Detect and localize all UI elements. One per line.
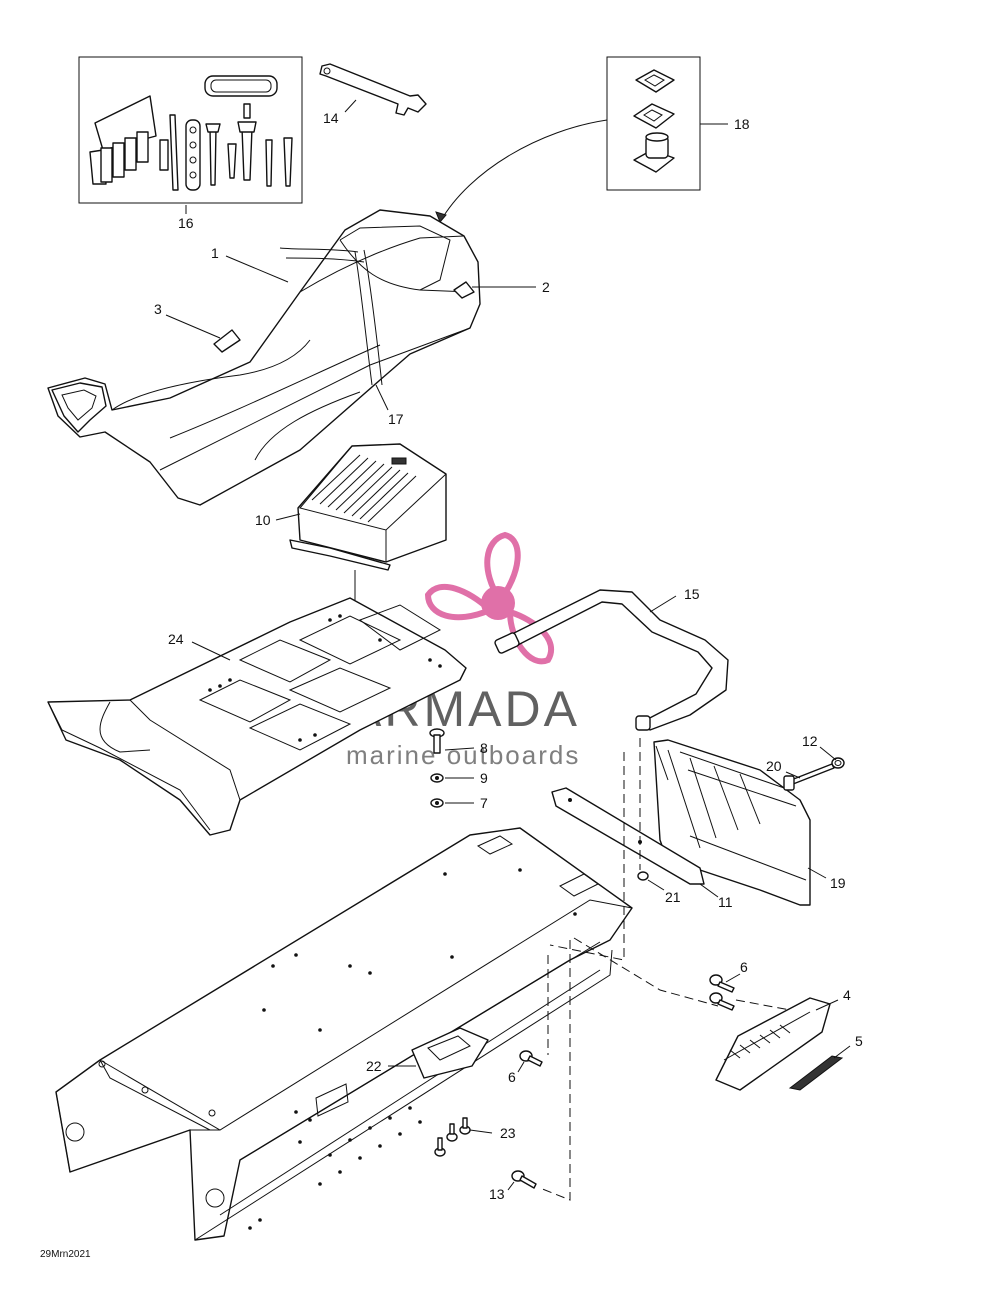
screw-6-left bbox=[519, 1050, 543, 1067]
callout-4: 4 bbox=[843, 987, 851, 1003]
reflector bbox=[788, 1055, 844, 1091]
reinforcement-plate bbox=[411, 1027, 489, 1079]
callout-11: 11 bbox=[718, 894, 733, 910]
assembly-dashed-lines bbox=[539, 738, 791, 1201]
leader-lines bbox=[165, 99, 851, 1191]
callout-1: 1 bbox=[211, 245, 219, 261]
watermark-tagline: marine outboards bbox=[346, 740, 580, 770]
spanner-wrench bbox=[319, 63, 427, 116]
callout-21: 21 bbox=[665, 889, 681, 905]
callout-13: 13 bbox=[489, 1186, 505, 1202]
callout-8: 8 bbox=[480, 740, 488, 756]
callout-10: 10 bbox=[255, 512, 271, 528]
callout-15: 15 bbox=[684, 586, 700, 602]
screws-23 bbox=[434, 1117, 471, 1157]
callout-14: 14 bbox=[323, 110, 339, 126]
callout-6-left: 6 bbox=[508, 1069, 516, 1085]
screw-13 bbox=[511, 1170, 537, 1189]
storage-bin bbox=[289, 443, 447, 571]
callout-18: 18 bbox=[734, 116, 750, 132]
callout-2: 2 bbox=[542, 279, 550, 295]
callout-16: 16 bbox=[178, 215, 194, 231]
rear-rack bbox=[47, 597, 467, 836]
rear-bumper-cap bbox=[715, 997, 831, 1091]
callout-7: 7 bbox=[480, 795, 488, 811]
rear-backrest bbox=[653, 739, 811, 906]
bumper-kit-box bbox=[606, 56, 701, 191]
callout-20: 20 bbox=[766, 758, 782, 774]
washer-21 bbox=[637, 871, 649, 881]
callout-24: 24 bbox=[168, 631, 184, 647]
screws-6-right bbox=[709, 974, 735, 1011]
seat-assembly bbox=[47, 209, 481, 506]
mounting-bracket bbox=[551, 787, 705, 885]
callout-3: 3 bbox=[154, 301, 162, 317]
chassis-tunnel bbox=[55, 827, 633, 1241]
callout-17: 17 bbox=[388, 411, 404, 427]
grab-handle bbox=[494, 589, 729, 731]
bolt-20-and-nut-12 bbox=[783, 757, 845, 791]
callout-5: 5 bbox=[855, 1033, 863, 1049]
callout-19: 19 bbox=[830, 875, 846, 891]
callout-22: 22 bbox=[366, 1058, 382, 1074]
callout-23: 23 bbox=[500, 1125, 516, 1141]
callout-6-right: 6 bbox=[740, 959, 748, 975]
tool-kit-box bbox=[78, 56, 303, 204]
propeller-logo-icon bbox=[424, 531, 555, 665]
callout-9: 9 bbox=[480, 770, 488, 786]
callout-labels: 1 2 3 4 5 6 6 6 7 8 9 10 11 12 13 14 15 … bbox=[154, 110, 863, 1202]
diagram-code: 29Mrn2021 bbox=[40, 1249, 91, 1260]
bolt-stack bbox=[429, 728, 445, 808]
callout-12: 12 bbox=[802, 733, 818, 749]
